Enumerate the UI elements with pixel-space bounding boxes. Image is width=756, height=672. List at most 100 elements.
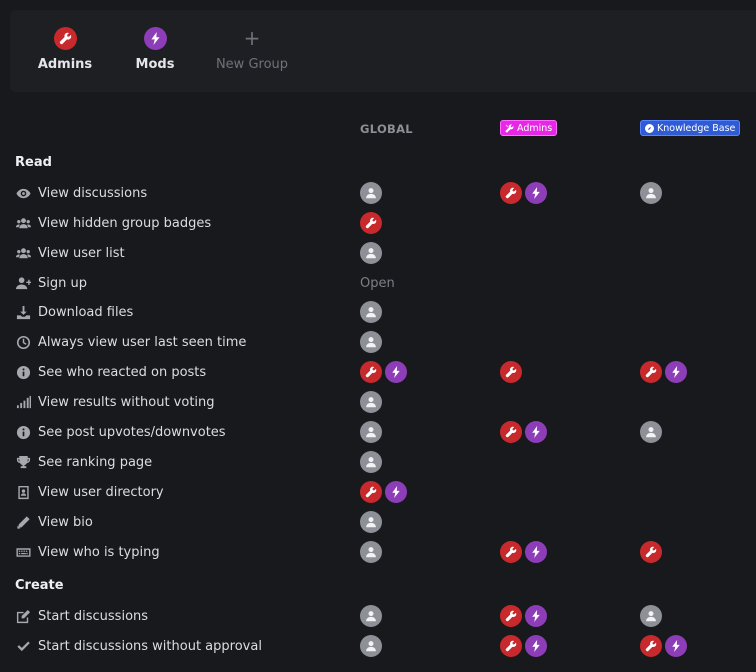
pencil-icon: [15, 514, 32, 531]
trophy-icon: [15, 454, 32, 471]
cell-admins-tag[interactable]: [500, 541, 547, 563]
cell-global[interactable]: [360, 212, 382, 234]
user-icon: [646, 188, 656, 199]
bolt-icon: [532, 426, 540, 438]
admin-group-badge: [500, 635, 522, 657]
admin-group-badge: [640, 635, 662, 657]
cell-knowledge-base-tag[interactable]: [640, 605, 662, 627]
user-icon: [366, 427, 376, 438]
permission-label-text: Download files: [38, 304, 134, 320]
permission-label-text: Sign up: [38, 275, 87, 291]
section-title-read: Read: [15, 155, 52, 170]
permission-row: View user directory: [0, 477, 756, 507]
cell-knowledge-base-tag[interactable]: [640, 421, 662, 443]
cell-admins-tag[interactable]: [500, 605, 547, 627]
user-icon: [366, 337, 376, 348]
cell-knowledge-base-tag[interactable]: [640, 182, 662, 204]
bolt-icon: [392, 366, 400, 378]
cell-knowledge-base-tag[interactable]: [640, 635, 687, 657]
cell-global[interactable]: [360, 511, 382, 533]
cell-global[interactable]: [360, 331, 382, 353]
member-group-badge: [360, 301, 382, 323]
user-icon: [366, 397, 376, 408]
column-header-admins-tag[interactable]: Admins: [500, 120, 558, 136]
wrench-icon: [505, 187, 517, 199]
column-header-knowledge-base-tag[interactable]: Knowledge Base: [640, 120, 741, 136]
wrench-icon: [365, 217, 377, 229]
cell-global[interactable]: [360, 301, 382, 323]
permission-label: Sign up: [15, 268, 87, 298]
permission-label: Always view user last seen time: [15, 327, 246, 357]
edit-icon: [15, 608, 32, 625]
signal-icon: [15, 394, 32, 411]
mod-group-badge: [385, 361, 407, 383]
cell-admins-tag[interactable]: [500, 182, 547, 204]
permission-label: See ranking page: [15, 447, 152, 477]
group-admins[interactable]: Admins: [20, 27, 110, 72]
permission-value-text[interactable]: Open: [360, 275, 395, 291]
wrench-icon: [645, 640, 657, 652]
cell-global[interactable]: [360, 391, 382, 413]
cell-global[interactable]: [360, 421, 382, 443]
cell-global[interactable]: [360, 605, 382, 627]
cell-global[interactable]: [360, 182, 382, 204]
mod-group-badge: [525, 421, 547, 443]
cell-admins-tag[interactable]: [500, 635, 547, 657]
cell-knowledge-base-tag[interactable]: [640, 361, 687, 383]
permission-label: View who is typing: [15, 537, 160, 567]
member-group-badge: [360, 605, 382, 627]
plus-icon: +: [243, 26, 261, 50]
permission-label-text: View hidden group badges: [38, 215, 212, 231]
member-group-badge: [640, 605, 662, 627]
user-icon: [366, 457, 376, 468]
group-mods[interactable]: Mods: [110, 27, 200, 72]
mod-group-badge: [665, 361, 687, 383]
cell-global[interactable]: [360, 361, 407, 383]
member-group-badge: [640, 421, 662, 443]
member-group-badge: [360, 635, 382, 657]
bolt-icon: [392, 486, 400, 498]
mod-group-badge: [525, 605, 547, 627]
member-group-badge: [360, 391, 382, 413]
new-group-button[interactable]: + New Group: [207, 26, 297, 73]
eye-icon: [15, 185, 32, 202]
bolt-icon: [532, 546, 540, 558]
cell-admins-tag[interactable]: [500, 361, 522, 383]
admin-group-badge: [360, 361, 382, 383]
cell-global[interactable]: [360, 242, 382, 264]
admin-group-badge: [500, 421, 522, 443]
permission-label-text: View user directory: [38, 484, 164, 500]
admin-group-badge: [500, 605, 522, 627]
permission-row: View user list: [0, 238, 756, 268]
permission-label-text: View who is typing: [38, 544, 160, 560]
cell-global[interactable]: [360, 481, 407, 503]
admin-group-badge: [360, 481, 382, 503]
users-icon: [15, 215, 32, 232]
cell-global[interactable]: [360, 635, 382, 657]
bolt-icon: [532, 640, 540, 652]
permission-label: View discussions: [15, 178, 147, 208]
cell-knowledge-base-tag[interactable]: [640, 541, 662, 563]
cell-global[interactable]: Open: [360, 272, 395, 294]
member-group-badge: [360, 242, 382, 264]
tools-icon: [505, 124, 514, 132]
contact-book-icon: [15, 484, 32, 501]
permission-row: View hidden group badges: [0, 208, 756, 238]
permission-label: View user list: [15, 238, 125, 268]
permission-row: Start discussions without approval: [0, 631, 756, 661]
wrench-icon: [505, 640, 517, 652]
admin-group-badge: [500, 361, 522, 383]
bolt-icon: [672, 366, 680, 378]
cell-global[interactable]: [360, 451, 382, 473]
member-group-badge: [640, 182, 662, 204]
permission-row: See post upvotes/downvotes: [0, 417, 756, 447]
permission-label-text: See who reacted on posts: [38, 364, 207, 380]
check-icon: [15, 638, 32, 655]
permission-label: Start discussions without approval: [15, 631, 262, 661]
cell-admins-tag[interactable]: [500, 421, 547, 443]
permission-label-text: See post upvotes/downvotes: [38, 424, 226, 440]
permission-label: Download files: [15, 297, 133, 327]
user-icon: [366, 248, 376, 259]
group-label: Admins: [37, 57, 93, 72]
cell-global[interactable]: [360, 541, 382, 563]
